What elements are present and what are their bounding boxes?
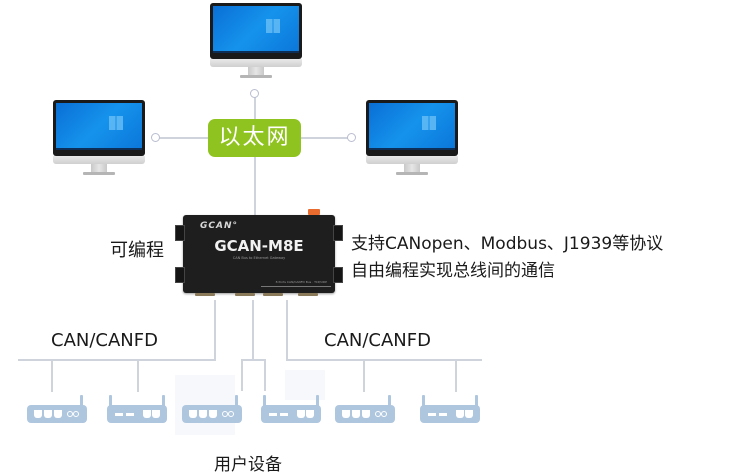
ethernet-line-left	[158, 137, 208, 139]
bus-drop-center	[252, 300, 254, 359]
bus-drop-left	[214, 300, 216, 359]
ethernet-line-top	[254, 97, 256, 119]
can-bus-left	[18, 359, 216, 361]
center-drop-left	[241, 359, 243, 391]
windows-logo-icon	[109, 116, 123, 130]
user-devices-label: 用户设备	[214, 455, 282, 475]
desktop-monitor-icon	[213, 6, 299, 53]
node-top	[250, 89, 259, 98]
programmable-label: 可编程	[110, 240, 164, 261]
can-bus-right-label: CAN/CANFD	[324, 330, 431, 351]
bus-drop-right	[286, 300, 288, 359]
user-device-router	[420, 395, 480, 423]
computer-left	[53, 100, 145, 178]
feature-line-1: 支持CANopen、Modbus、J1939等协议	[351, 234, 664, 254]
computer-top	[210, 3, 302, 81]
mount-tab	[175, 225, 185, 241]
router-icon	[261, 405, 321, 423]
router-icon	[107, 405, 167, 423]
desktop-monitor-icon	[56, 103, 142, 150]
feature-line-2: 自由编程实现总线间的通信	[351, 261, 555, 281]
gateway-brand: GCAN°	[200, 221, 238, 231]
gcan-gateway-device: GCAN° GCAN-M8E CAN Bus to Ethernet Gatew…	[175, 209, 343, 296]
can-bus-right	[286, 359, 482, 361]
gateway-stripe	[261, 286, 331, 287]
ethernet-line-bottom	[254, 157, 256, 215]
mount-tab	[175, 267, 185, 283]
user-device-router	[27, 395, 87, 423]
gateway-subtitle: CAN Bus to Ethernet Gateway	[232, 256, 286, 260]
connector	[263, 293, 283, 296]
user-device-router	[182, 395, 242, 423]
connector	[298, 293, 318, 296]
mount-tab	[333, 267, 343, 283]
can-bus-left-label: CAN/CANFD	[51, 330, 158, 351]
node-left	[151, 133, 160, 142]
user-device-router	[335, 395, 395, 423]
user-device-router	[107, 395, 167, 423]
center-bus	[241, 359, 265, 361]
mount-tab	[333, 225, 343, 241]
node-right	[347, 133, 356, 142]
device-drop	[455, 360, 457, 392]
desktop-monitor-icon	[369, 103, 455, 150]
connector	[235, 293, 255, 296]
device-drop	[51, 360, 53, 392]
ethernet-line-right	[301, 137, 351, 139]
center-drop-right	[264, 359, 266, 391]
windows-logo-icon	[422, 116, 436, 130]
connector	[195, 293, 215, 296]
router-icon	[420, 405, 480, 423]
user-device-router	[261, 395, 321, 423]
windows-logo-icon	[266, 19, 280, 33]
device-drop	[363, 360, 365, 392]
device-drop	[137, 360, 139, 392]
gateway-model: GCAN-M8E	[214, 237, 304, 255]
terminal-block	[308, 209, 320, 215]
gateway-port-label: 8 Ports CAN/CANFD Bus · TCP/UDP	[275, 280, 327, 284]
ethernet-label: 以太网	[208, 119, 301, 157]
computer-right	[366, 100, 458, 178]
